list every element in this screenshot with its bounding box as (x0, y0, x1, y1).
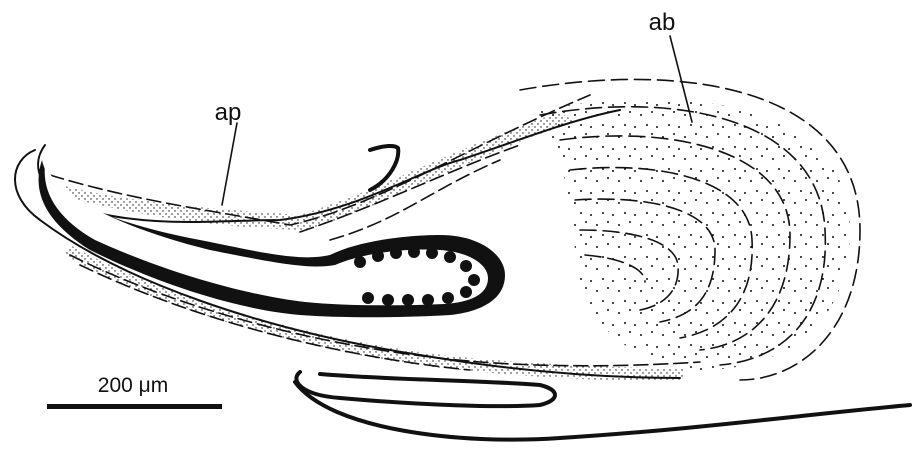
bottom-loop (296, 372, 555, 406)
ab-label: ab (649, 9, 676, 36)
stippled-band-upper (60, 112, 575, 230)
scale-bar-label: 200 μm (98, 374, 168, 397)
scale-bar (47, 404, 222, 409)
ap-pointer-line (222, 123, 237, 205)
ap-label: ap (215, 99, 242, 126)
lumen-cavity (45, 165, 488, 305)
basal-dotted-tissue (540, 99, 850, 370)
bottom-surface (295, 382, 910, 440)
